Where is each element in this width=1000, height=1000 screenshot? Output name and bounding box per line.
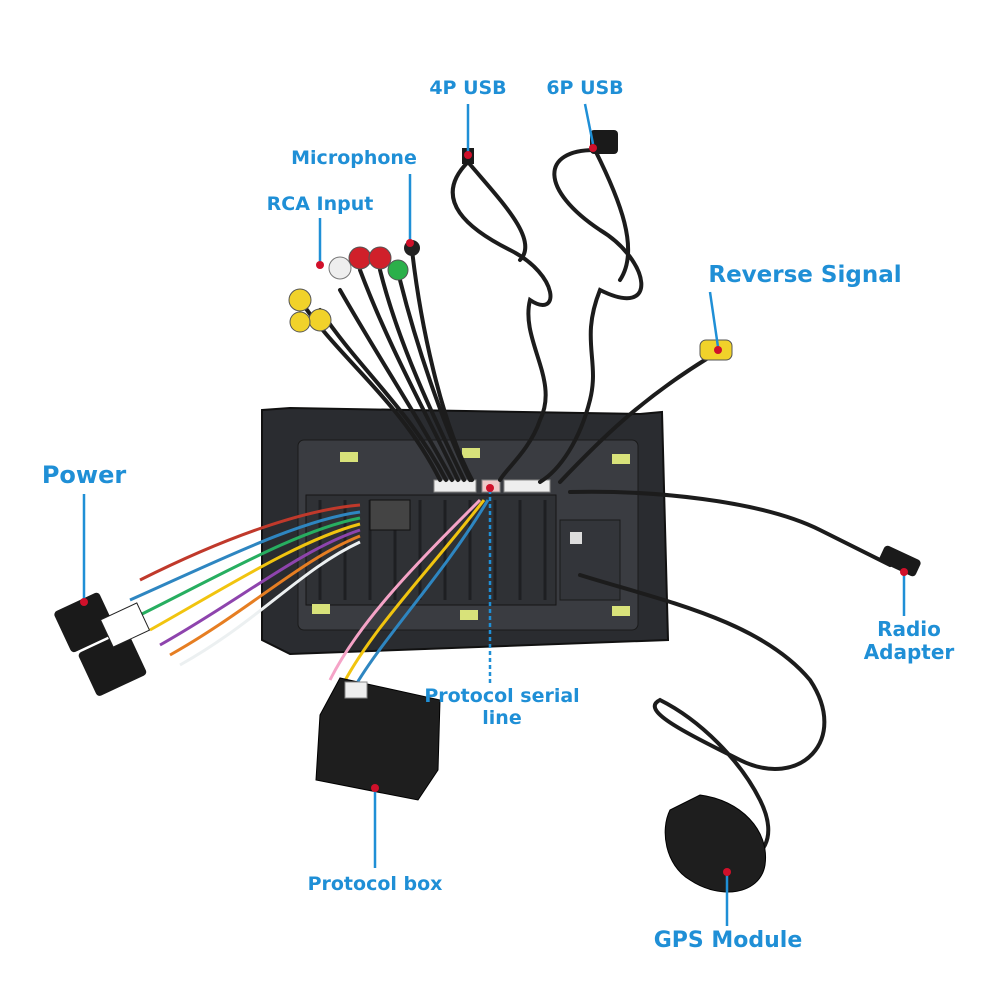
label-protocol-serial-line2: line (482, 706, 522, 729)
head-unit (261, 406, 670, 656)
power-harness (129, 498, 490, 696)
label-reverse-signal: Reverse Signal (708, 262, 902, 288)
power-connectors (54, 592, 151, 696)
protocol-box-device (315, 677, 441, 801)
label-protocol-box: Protocol box (307, 873, 443, 895)
label-power: Power (41, 461, 127, 489)
label-6p-usb: 6P USB (546, 77, 624, 99)
label-protocol-serial-line1: Protocol serial (424, 685, 580, 707)
radio-adapter-plug (879, 545, 921, 577)
rca-plugs (288, 240, 420, 333)
leader-lines (82, 103, 906, 926)
label-radio-adapter: Radio Adapter (854, 618, 964, 664)
label-radio-adapter-line1: Radio (877, 617, 941, 641)
label-microphone: Microphone (291, 147, 417, 169)
label-rca-input: RCA Input (266, 193, 374, 215)
gps-module-device (664, 794, 767, 893)
label-protocol-serial-line: Protocol serial line (412, 685, 592, 730)
label-gps-module: GPS Module (653, 928, 803, 953)
label-radio-adapter-line2: Adapter (863, 640, 955, 664)
label-4p-usb: 4P USB (429, 77, 507, 99)
markers (80, 144, 908, 876)
